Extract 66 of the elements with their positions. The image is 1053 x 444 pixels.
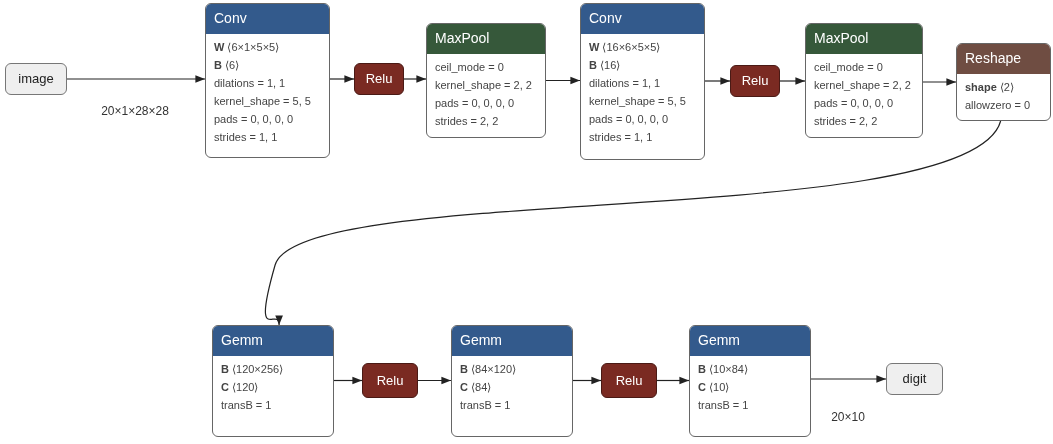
attribute-text: dilations = 1, 1 xyxy=(589,75,662,91)
attribute-text: C ⟨10⟩ xyxy=(698,379,731,395)
attribute-text: strides = 1, 1 xyxy=(214,129,279,145)
attribute-text: pads = 0, 0, 0, 0 xyxy=(814,95,895,111)
card-header: Gemm xyxy=(452,326,572,356)
attribute-text: pads = 0, 0, 0, 0 xyxy=(214,111,295,127)
card-header: Gemm xyxy=(690,326,810,356)
card-header: MaxPool xyxy=(806,24,922,54)
attribute-text: B ⟨16⟩ xyxy=(589,57,622,73)
arrow xyxy=(779,77,806,85)
attribute-text: W ⟨16×6×5×5⟩ xyxy=(589,39,662,55)
attribute-text: kernel_shape = 2, 2 xyxy=(435,77,533,93)
attribute-text: strides = 2, 2 xyxy=(435,113,500,129)
attribute-text: B ⟨84×120⟩ xyxy=(460,361,518,377)
arrow xyxy=(329,75,355,83)
operator-card xyxy=(426,23,546,138)
attribute-text: W ⟨6×1×5×5⟩ xyxy=(214,39,281,55)
operator-card xyxy=(956,43,1051,121)
attribute-text: C ⟨120⟩ xyxy=(221,379,260,395)
attribute-text: transB = 1 xyxy=(460,397,512,413)
activation-node: Relu xyxy=(601,363,657,398)
attribute-text: ceil_mode = 0 xyxy=(814,59,884,75)
attribute-text: ceil_mode = 0 xyxy=(435,59,505,75)
operator-card xyxy=(205,3,330,158)
arrow xyxy=(417,376,452,385)
attribute-text: allowzero = 0 xyxy=(965,97,1032,113)
attribute-text: kernel_shape = 5, 5 xyxy=(214,93,312,109)
arrow xyxy=(66,75,206,83)
operator-card xyxy=(805,23,923,138)
arrow xyxy=(704,77,731,85)
activation-node: Relu xyxy=(730,65,780,97)
attribute-text: kernel_shape = 5, 5 xyxy=(589,93,687,109)
attribute-text: pads = 0, 0, 0, 0 xyxy=(589,111,670,127)
attribute-text: transB = 1 xyxy=(698,397,750,413)
arrow xyxy=(656,376,690,385)
card-header: Reshape xyxy=(957,44,1050,74)
attribute-text: kernel_shape = 2, 2 xyxy=(814,77,912,93)
io-node: image xyxy=(5,63,67,95)
operator-card xyxy=(580,3,705,160)
arrow xyxy=(333,376,363,385)
attribute-text: B ⟨10×84⟩ xyxy=(698,361,749,377)
arrow xyxy=(572,376,602,385)
attribute-text: pads = 0, 0, 0, 0 xyxy=(435,95,516,111)
operator-card xyxy=(212,325,334,437)
attribute-text: B ⟨120×256⟩ xyxy=(221,361,285,377)
arrow xyxy=(810,375,887,383)
activation-node: Relu xyxy=(362,363,418,398)
io-node: digit xyxy=(886,363,943,395)
attribute-text: dilations = 1, 1 xyxy=(214,75,287,91)
attribute-text: C ⟨84⟩ xyxy=(460,379,493,395)
card-header: Gemm xyxy=(213,326,333,356)
arrow xyxy=(922,78,957,86)
card-header: Conv xyxy=(581,4,704,34)
operator-card xyxy=(689,325,811,437)
attribute-text: strides = 2, 2 xyxy=(814,113,879,129)
arrow xyxy=(264,120,1002,326)
card-header: MaxPool xyxy=(427,24,545,54)
arrow xyxy=(403,75,427,83)
operator-card xyxy=(451,325,573,437)
attribute-text: strides = 1, 1 xyxy=(589,129,654,145)
arrow xyxy=(545,76,581,85)
attribute-text: B ⟨6⟩ xyxy=(214,57,241,73)
activation-node: Relu xyxy=(354,63,404,95)
attribute-text: shape ⟨2⟩ xyxy=(965,79,1015,95)
card-header: Conv xyxy=(206,4,329,34)
attribute-text: transB = 1 xyxy=(221,397,273,413)
